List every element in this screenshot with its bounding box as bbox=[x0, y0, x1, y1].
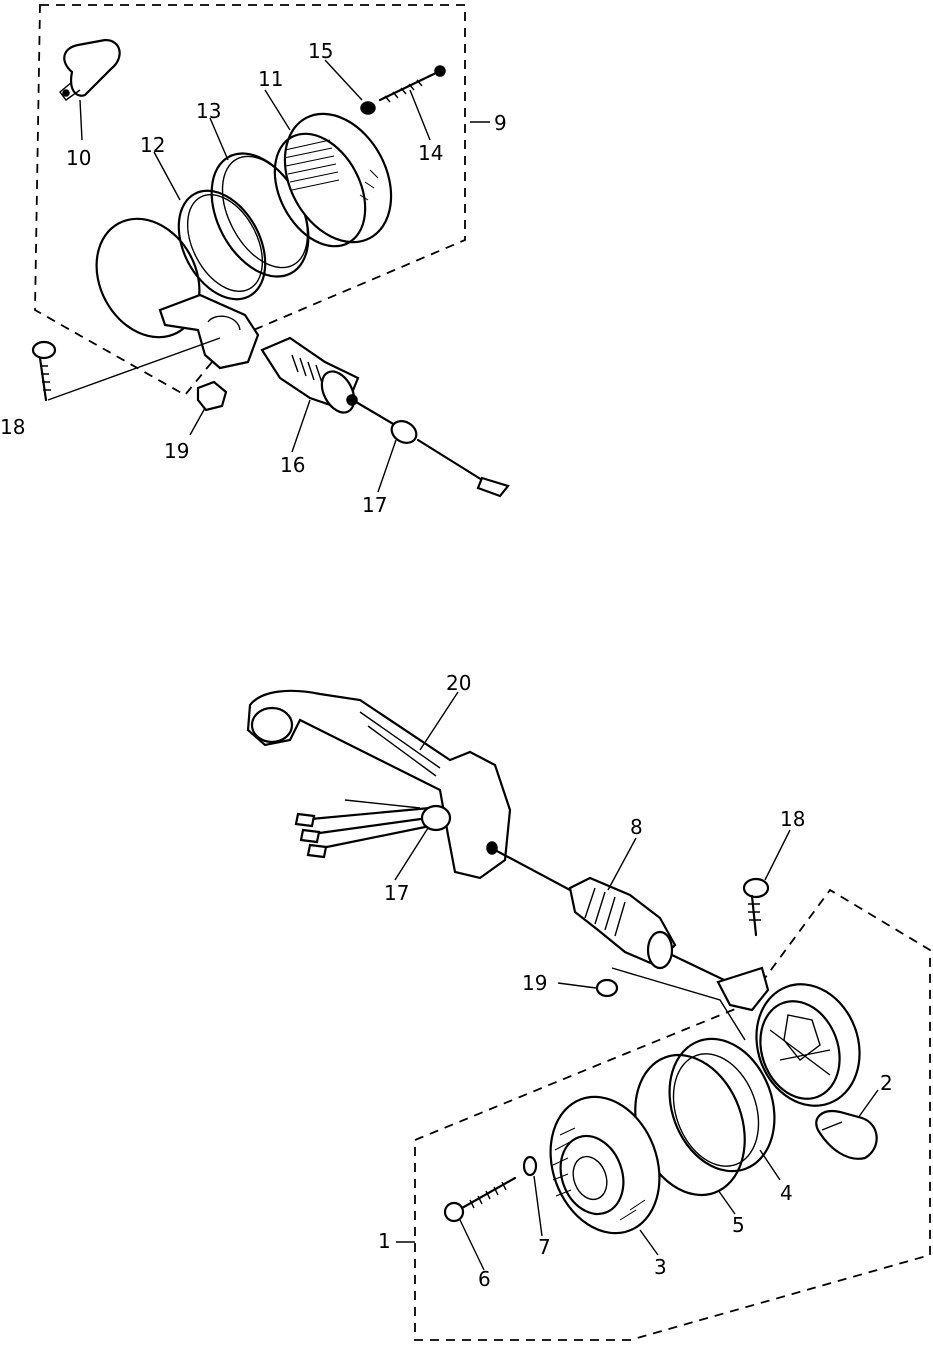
callout-1: 1 bbox=[378, 1229, 391, 1253]
callout-3: 3 bbox=[654, 1255, 667, 1279]
stem-16 bbox=[260, 336, 360, 414]
top-bracket bbox=[158, 293, 260, 370]
wire-top bbox=[354, 400, 510, 498]
nut-7 bbox=[522, 1155, 538, 1177]
bulb-10 bbox=[59, 38, 121, 101]
bolt-18-top bbox=[31, 340, 57, 402]
ring-12 bbox=[177, 189, 267, 301]
callout-10: 10 bbox=[66, 146, 91, 170]
leaders-top bbox=[79, 59, 490, 493]
ring-4 bbox=[668, 1037, 776, 1173]
assembly-boundary-1 bbox=[414, 888, 931, 1341]
callout-2: 2 bbox=[880, 1071, 893, 1095]
callout-17-top: 17 bbox=[362, 493, 387, 517]
bolt-18-bottom bbox=[742, 877, 770, 937]
callout-14: 14 bbox=[418, 141, 443, 165]
callout-6: 6 bbox=[478, 1267, 491, 1291]
callout-16: 16 bbox=[280, 453, 305, 477]
callout-20: 20 bbox=[446, 671, 471, 695]
callout-18-bottom: 18 bbox=[780, 807, 805, 831]
callout-9: 9 bbox=[494, 111, 507, 135]
callout-17-bottom: 17 bbox=[384, 881, 409, 905]
bottom-bracket bbox=[716, 966, 770, 1012]
lens-3 bbox=[549, 1095, 661, 1235]
callout-4: 4 bbox=[780, 1181, 793, 1205]
callout-15: 15 bbox=[308, 39, 333, 63]
callout-13: 13 bbox=[196, 99, 221, 123]
grommet-19-bottom bbox=[595, 967, 746, 1041]
rear-housing bbox=[755, 983, 861, 1107]
grommet-19-top bbox=[196, 380, 228, 412]
callout-12: 12 bbox=[140, 133, 165, 157]
callout-19-bottom: 19 bbox=[522, 971, 547, 995]
screw-6 bbox=[443, 1176, 517, 1223]
stem-8 bbox=[568, 876, 677, 970]
nut-17-bottom bbox=[420, 804, 452, 832]
leaders-bottom bbox=[394, 691, 879, 1271]
callout-11: 11 bbox=[258, 67, 283, 91]
housing-11 bbox=[273, 112, 393, 248]
screw-14 bbox=[378, 65, 446, 103]
bulb-2 bbox=[815, 1110, 878, 1160]
nut-15 bbox=[360, 101, 376, 115]
top-signal-assembly bbox=[31, 4, 510, 498]
mount-line-top bbox=[47, 337, 221, 401]
callout-7: 7 bbox=[538, 1235, 551, 1259]
callout-19-top: 19 bbox=[164, 439, 189, 463]
bottom-signal-assembly bbox=[246, 689, 931, 1341]
wire-bundle bbox=[294, 799, 432, 859]
callout-labels: 10 12 13 11 15 14 9 18 19 16 17 20 8 18 … bbox=[0, 39, 893, 1291]
wire-to-stem bbox=[493, 848, 572, 892]
callout-8: 8 bbox=[630, 815, 643, 839]
callout-5: 5 bbox=[732, 1213, 745, 1237]
nut-17-top bbox=[390, 420, 418, 444]
callout-18-top: 18 bbox=[0, 415, 25, 439]
bracket-arm-20 bbox=[246, 689, 512, 880]
